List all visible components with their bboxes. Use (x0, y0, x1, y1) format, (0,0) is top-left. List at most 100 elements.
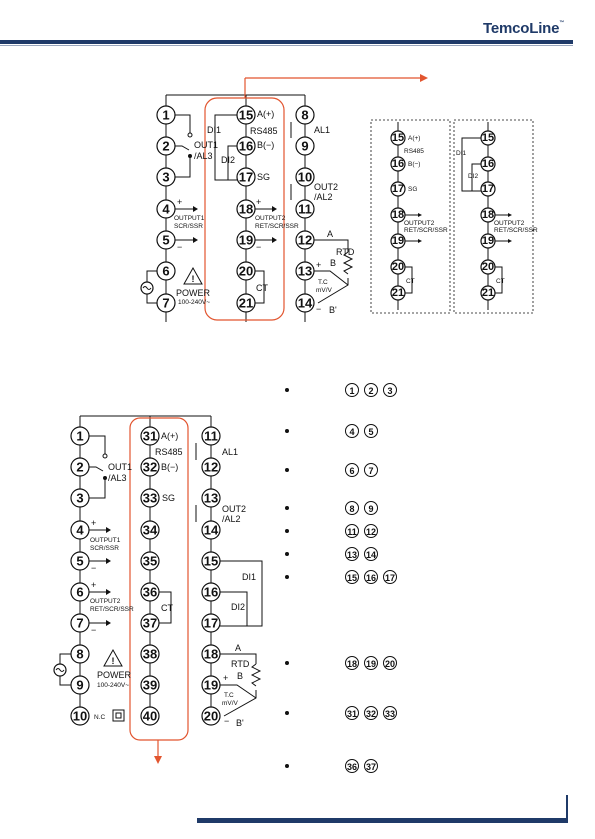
d4-terminal-35: 35 (143, 554, 157, 569)
d4-ret-scr-ssr-label: RET/SCR/SSR (90, 606, 134, 613)
d4-scr-ssr-label: SCR/SSR (90, 545, 119, 552)
d1-tc-label: T.C (318, 279, 328, 286)
diagram-1: 1 2 3 4 5 6 7 OUT1 /AL3 + OUTPUT1 SCR/SS… (140, 74, 428, 322)
legend-bullet (285, 388, 289, 392)
legend-terminal: 20 (383, 656, 397, 670)
d2-terminal-15: 15 (392, 132, 404, 144)
d1-ret-scr-ssr-label: RET/SCR/SSR (255, 223, 299, 230)
d1-terminal-21: 21 (239, 296, 253, 311)
d4-out2-label: OUT2 (222, 504, 246, 514)
d1-terminal-20: 20 (239, 264, 253, 279)
legend-terminal: 13 (345, 547, 359, 561)
legend-terminal: 11 (345, 524, 359, 538)
d3-terminal-20: 20 (482, 261, 494, 273)
legend-terminal: 33 (383, 706, 397, 720)
d4-b-label: B (237, 671, 243, 681)
d2-ret-scr-ssr-label: RET/SCR/SSR (404, 227, 448, 234)
d1-left-terminals: 1 2 3 4 5 6 7 (156, 105, 176, 313)
d4-terminal-13: 13 (204, 491, 218, 506)
d4-terminal-17: 17 (204, 616, 218, 631)
d1-terminal-15: 15 (239, 108, 253, 123)
d1-terminal-16: 16 (239, 139, 253, 154)
d1-b-label: B (330, 258, 336, 268)
d2-terminal-21: 21 (392, 287, 404, 299)
d2-b-minus-label: B(−) (408, 161, 420, 168)
d4-rs485-label: RS485 (155, 447, 183, 457)
d4-power-label: POWER (97, 670, 132, 680)
d2-sg-label: SG (408, 186, 417, 193)
d4-terminal-10: 10 (73, 709, 87, 724)
legend-bullet (285, 575, 289, 579)
d1-out1-label: OUT1 (194, 140, 218, 150)
d1-rs485-label: RS485 (250, 126, 278, 136)
d1-ct-label: CT (256, 283, 268, 293)
legend-terminal: 14 (364, 547, 378, 561)
d1-al2-label: /AL2 (314, 192, 333, 202)
d4-b-prime-label: B' (236, 718, 244, 728)
d4-al2-label: /AL2 (222, 514, 241, 524)
d4-terminal-36: 36 (143, 585, 157, 600)
header-rule (0, 45, 573, 46)
d1-right-terminals: 8 9 10 11 12 13 14 (295, 105, 315, 313)
d4-terminal-3: 3 (76, 491, 83, 506)
footer-bar (197, 818, 568, 823)
d4-a-plus-label: A(+) (161, 431, 178, 441)
d4-terminal-18: 18 (204, 647, 218, 662)
legend-terminal: 8 (345, 501, 359, 515)
d1-mid-terminals: 15 16 17 18 19 20 21 (236, 105, 256, 313)
legend-terminal: 1 (345, 383, 359, 397)
d4-a-label: A (235, 643, 241, 653)
d4-output1-label: OUTPUT1 (90, 537, 121, 544)
legend-terminal: 36 (345, 759, 359, 773)
d1-terminal-9: 9 (301, 139, 308, 154)
d4-sg-label: SG (162, 493, 175, 503)
d4-terminal-19: 19 (204, 678, 218, 693)
d3-terminal-15: 15 (482, 132, 494, 144)
d1-output1-label: OUTPUT1 (174, 215, 205, 222)
d3-terminal-19: 19 (482, 235, 494, 247)
d1-terminal-18: 18 (239, 202, 253, 217)
d1-terminal-6: 6 (162, 264, 169, 279)
d2-terminal-18: 18 (392, 209, 404, 221)
d1-scr-ssr-label: SCR/SSR (174, 223, 203, 230)
d2-terminal-16: 16 (392, 158, 404, 170)
d1-output2-label: OUTPUT2 (255, 215, 286, 222)
legend-terminal: 12 (364, 524, 378, 538)
brand-logo: TemcoLine™ (483, 20, 565, 37)
d2-ct-label: CT (406, 278, 415, 285)
d4-terminal-5: 5 (76, 554, 83, 569)
d1-b-prime-label: B' (329, 305, 337, 315)
legend-bullet (285, 468, 289, 472)
d4-terminal-31: 31 (143, 429, 157, 444)
d3-di2-label: DI2 (468, 173, 479, 180)
d1-b-minus-label: B(−) (257, 140, 274, 150)
d1-plus-4: + (177, 197, 182, 207)
d4-terminal-7: 7 (76, 616, 83, 631)
d2-output2-label: OUTPUT2 (404, 220, 435, 227)
d4-terminal-12: 12 (204, 460, 218, 475)
legend-bullet (285, 661, 289, 665)
d2-terminal-17: 17 (392, 183, 404, 195)
d1-out2-label: OUT2 (314, 182, 338, 192)
d1-di2-label: DI2 (221, 155, 235, 165)
d4-tc-label: T.C (224, 692, 234, 699)
d4-terminal-20: 20 (204, 709, 218, 724)
legend-terminal: 17 (383, 570, 397, 584)
d1-terminal-3: 3 (162, 170, 169, 185)
legend-terminal: 15 (345, 570, 359, 584)
d4-output2-label: OUTPUT2 (90, 598, 121, 605)
d1-terminal-19: 19 (239, 233, 253, 248)
d1-terminal-14: 14 (298, 296, 313, 311)
d3-terminal-17: 17 (482, 183, 494, 195)
d4-plus-6: + (91, 580, 96, 590)
d3-di1-label: DI1 (456, 150, 467, 157)
d1-terminal-1: 1 (162, 108, 169, 123)
legend-terminal: 9 (364, 501, 378, 515)
d4-terminal-38: 38 (143, 647, 157, 662)
d2-rs485-label: RS485 (404, 148, 424, 155)
d4-terminal-39: 39 (143, 678, 157, 693)
d3-ct-label: CT (496, 278, 505, 285)
d4-terminal-32: 32 (143, 460, 157, 475)
d1-plus-18: + (256, 197, 261, 207)
legend-terminal: 18 (345, 656, 359, 670)
